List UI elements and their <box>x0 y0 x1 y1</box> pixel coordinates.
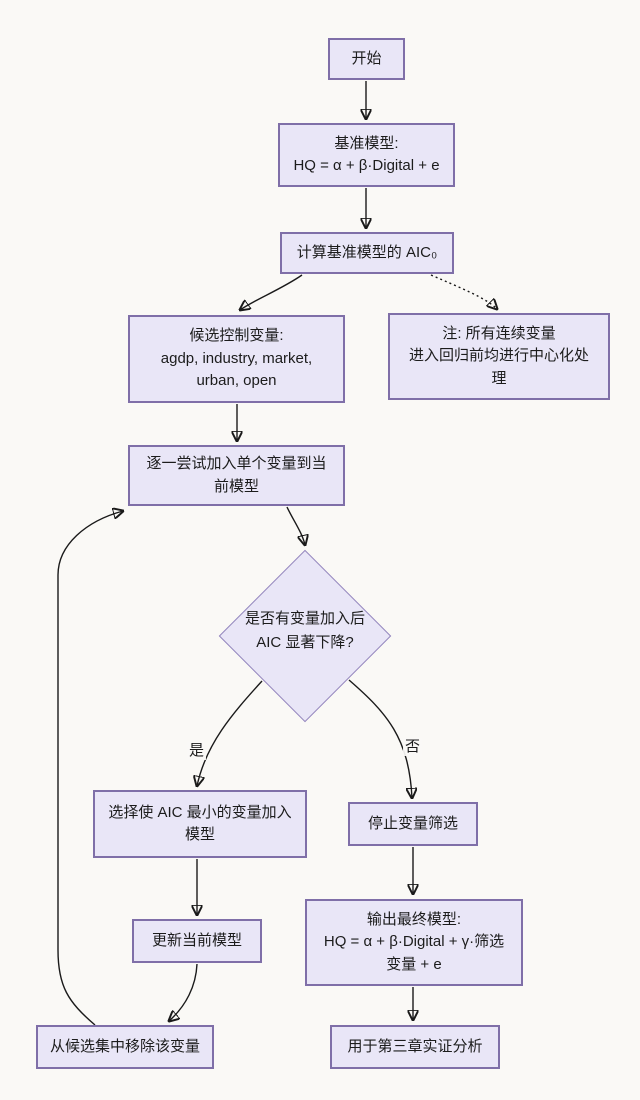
node-baseline-model: 基准模型: HQ = α + β·Digital + e <box>278 123 455 187</box>
node-update-model: 更新当前模型 <box>132 919 262 963</box>
edge-aic0-candidates <box>240 274 303 310</box>
edge-label-yes: 是 <box>187 742 207 760</box>
edge-label-no: 否 <box>403 738 423 756</box>
edge-decision-stop-no <box>348 679 412 798</box>
node-output-final-model: 输出最终模型: HQ = α + β·Digital + γ·筛选 变量 + e <box>305 899 523 986</box>
edge-update-remove <box>169 963 198 1021</box>
node-try-add-variable: 逐一尝试加入单个变量到当 前模型 <box>128 445 345 506</box>
node-choose-min-aic: 选择使 AIC 最小的变量加入 模型 <box>93 790 307 858</box>
node-candidate-variables: 候选控制变量: agdp, industry, market, urban, o… <box>128 315 345 403</box>
node-start: 开始 <box>328 38 405 80</box>
node-stop-selection: 停止变量筛选 <box>348 802 478 846</box>
node-use-chapter3-analysis: 用于第三章实证分析 <box>330 1025 500 1069</box>
node-decision-aic-drop: 是否有变量加入后 AIC 显著下降? <box>244 610 365 651</box>
edge-remove-tryadd-loop <box>57 511 123 1026</box>
edge-decision-choose-yes <box>197 680 263 786</box>
node-remove-from-candidates: 从候选集中移除该变量 <box>36 1025 214 1069</box>
edge-aic0-note <box>430 274 497 309</box>
node-compute-aic0: 计算基准模型的 AIC₀ <box>280 232 454 274</box>
edge-tryadd-decision <box>286 506 305 545</box>
node-centering-note: 注: 所有连续变量 进入回归前均进行中心化处 理 <box>388 313 610 400</box>
